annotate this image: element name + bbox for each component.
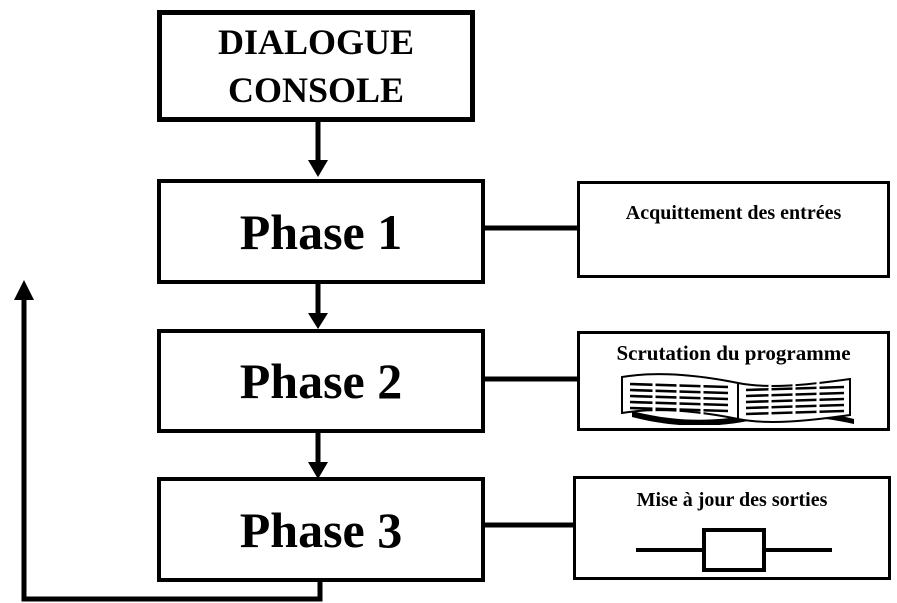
dialogue-line2: CONSOLE <box>227 70 405 110</box>
loop-back-arrow <box>21 300 323 602</box>
arrowhead-phase3 <box>308 462 328 479</box>
program-scan-label: Scrutation du programme <box>616 341 851 365</box>
input-acknowledgement-box: Acquittement des entrées <box>577 181 890 278</box>
phase2-label: Phase 2 <box>239 353 403 409</box>
dialogue-line1: DIALOGUE <box>217 22 415 62</box>
arrowhead-loop <box>14 280 34 300</box>
output-update-box: Mise à jour des sorties <box>573 476 891 580</box>
program-listing-icon <box>621 373 854 425</box>
arrowhead-phase2 <box>308 313 328 329</box>
phase3-box: Phase 3 <box>157 477 485 582</box>
phase1-box: Phase 1 <box>157 179 485 284</box>
arrowhead-phase1 <box>308 160 328 177</box>
dialogue-console-box: DIALOGUE CONSOLE <box>157 10 475 122</box>
input-acknowledgement-label: Acquittement des entrées <box>625 202 842 224</box>
relay-output-icon <box>636 528 832 572</box>
phase3-label: Phase 3 <box>239 501 403 558</box>
phase2-box: Phase 2 <box>157 329 485 433</box>
phase1-label: Phase 1 <box>239 203 403 260</box>
program-scan-box: Scrutation du programme <box>577 331 890 431</box>
output-update-label: Mise à jour des sorties <box>636 489 828 511</box>
